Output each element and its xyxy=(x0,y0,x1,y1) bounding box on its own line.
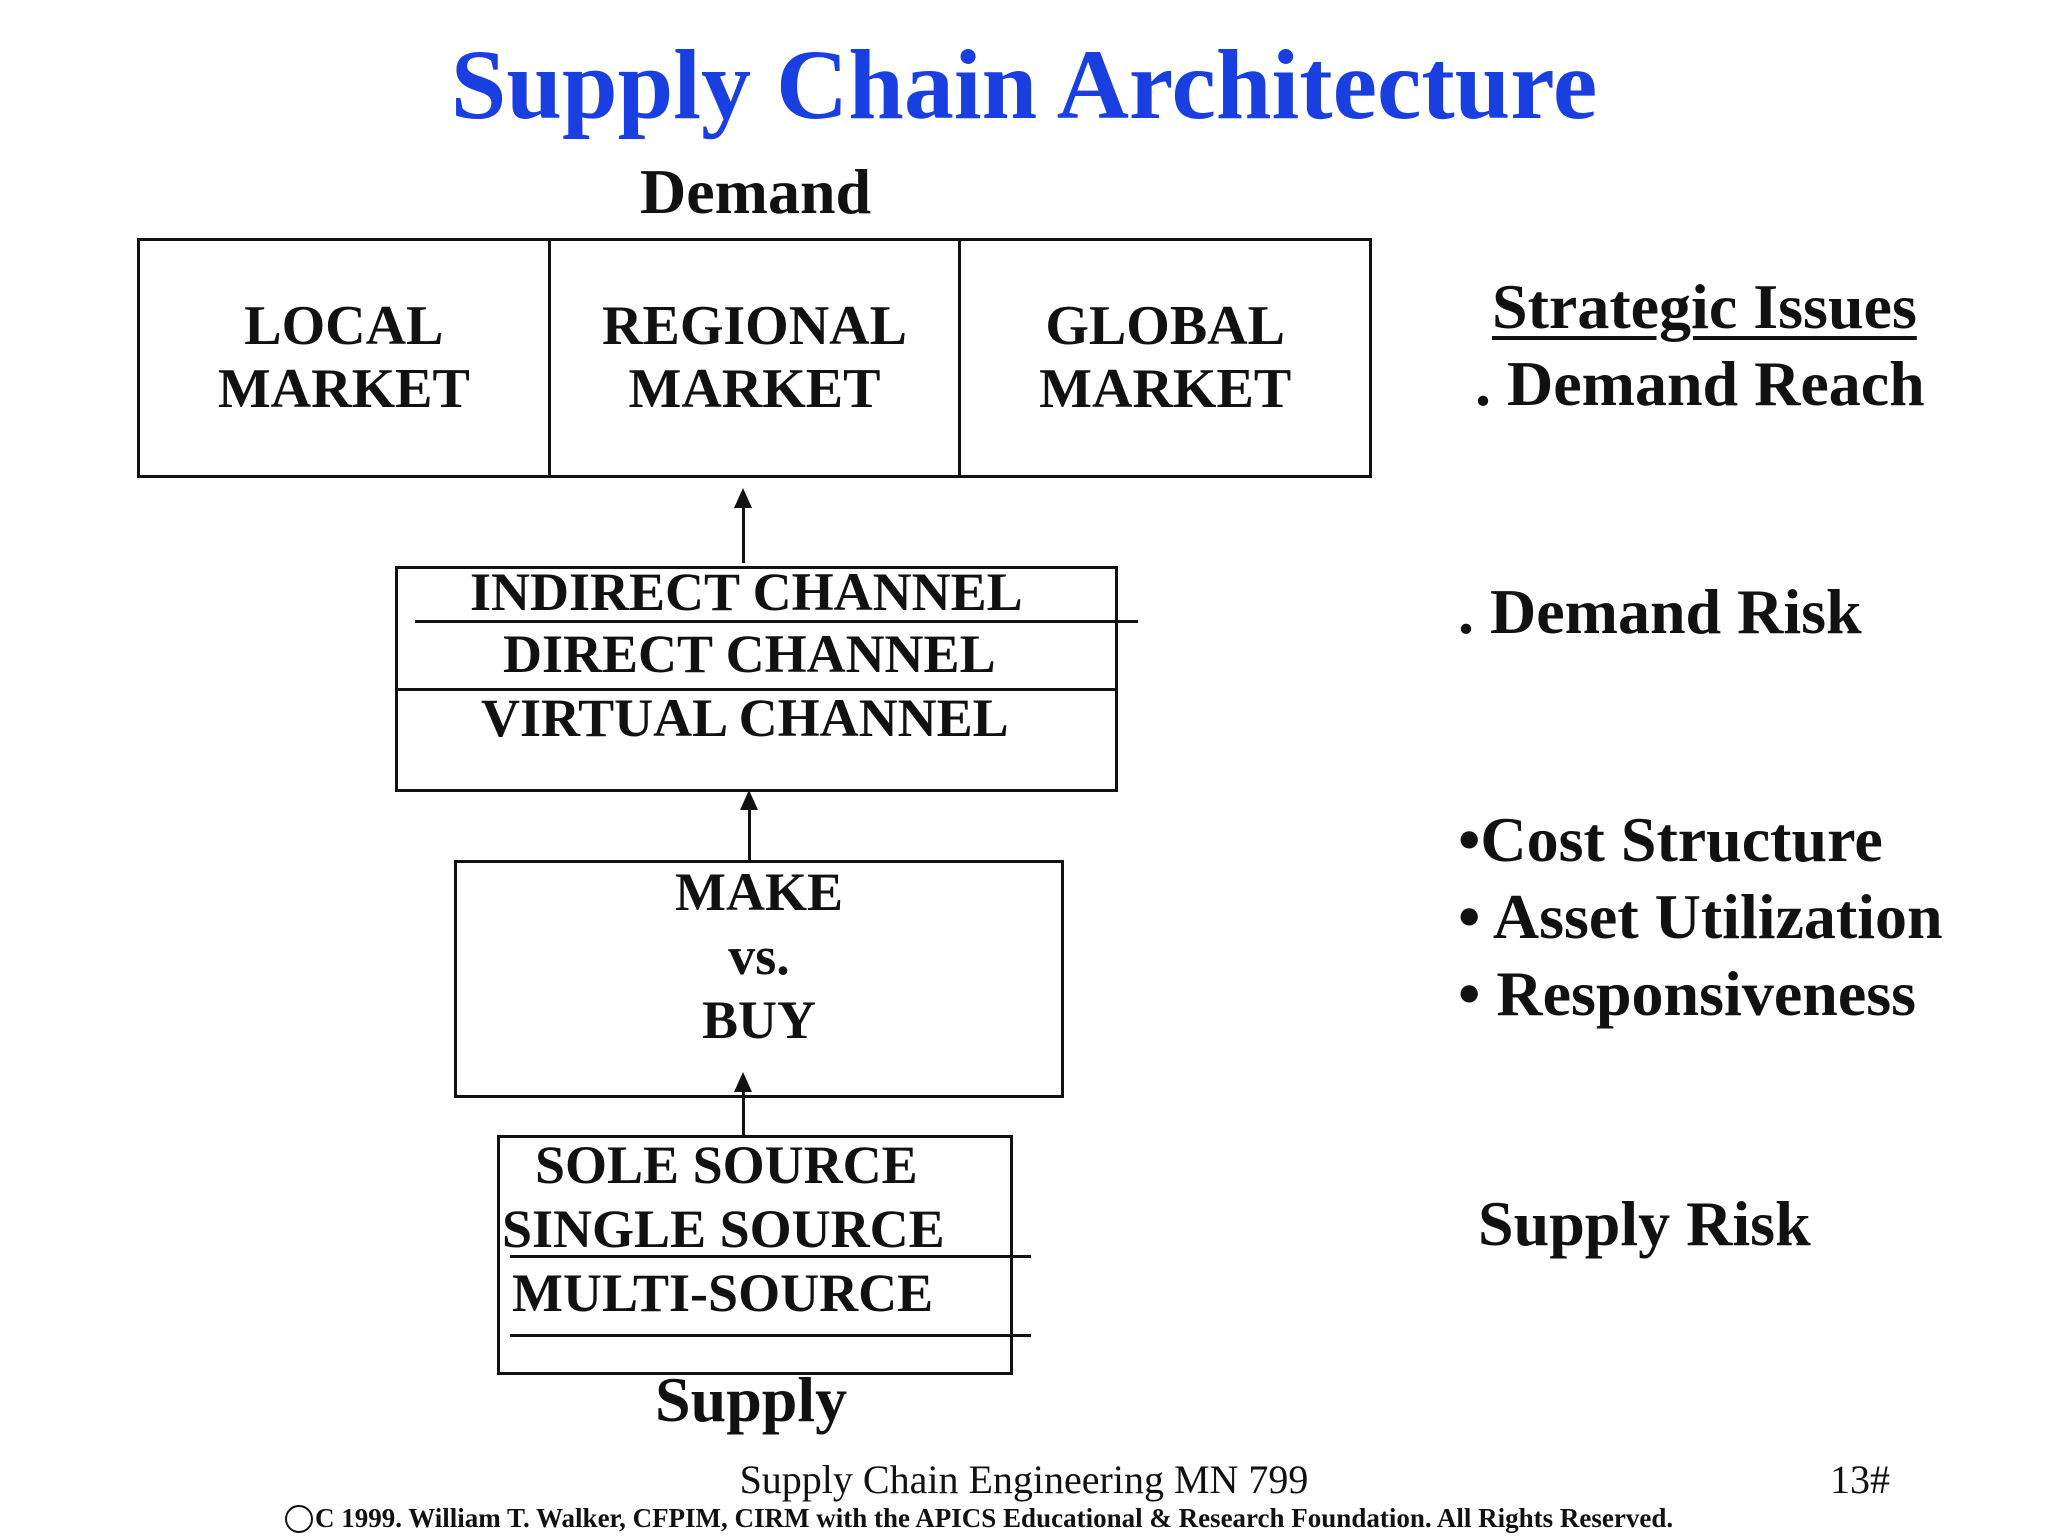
channel-virtual: VIRTUAL CHANNEL xyxy=(481,688,1009,748)
issue-asset-utilization: • Asset Utilization xyxy=(1458,881,1943,952)
channel-direct: DIRECT CHANNEL xyxy=(503,624,996,684)
copyright-circle-icon xyxy=(285,1505,313,1533)
market-regional: REGIONAL MARKET xyxy=(547,241,959,475)
issue-cost-structure: •Cost Structure xyxy=(1458,804,1883,875)
arrowhead-sources-to-make xyxy=(734,1072,752,1092)
issue-responsiveness: • Responsiveness xyxy=(1458,958,1917,1029)
arrowhead-channels-to-markets xyxy=(734,488,752,508)
sources-box: SOLE SOURCE SINGLE SOURCE MULTI-SOURCE xyxy=(497,1135,1031,1375)
supply-label: Supply xyxy=(655,1364,848,1435)
source-divider-1 xyxy=(510,1255,1031,1258)
market-global-label: GLOBAL MARKET xyxy=(1039,295,1292,420)
source-divider-2 xyxy=(510,1334,1031,1337)
channel-indirect: INDIRECT CHANNEL xyxy=(470,562,1023,622)
markets-box: LOCAL MARKET REGIONAL MARKET GLOBAL MARK… xyxy=(137,238,1372,478)
strategic-issues-heading: Strategic Issues xyxy=(1492,271,1917,342)
issue-demand-reach: . Demand Reach xyxy=(1475,348,1925,419)
make-vs-buy-box: MAKE vs. BUY xyxy=(454,860,1064,1098)
footer-course: Supply Chain Engineering MN 799 xyxy=(739,1457,1309,1502)
page-number: 13# xyxy=(1830,1457,1890,1502)
source-sole: SOLE SOURCE xyxy=(535,1135,918,1195)
market-local: LOCAL MARKET xyxy=(140,241,548,475)
issue-supply-risk: Supply Risk xyxy=(1478,1188,1811,1259)
source-multi: MULTI-SOURCE xyxy=(512,1263,934,1323)
buy-label: BUY xyxy=(701,990,816,1050)
arrow-sources-to-make xyxy=(742,1090,745,1135)
demand-label: Demand xyxy=(640,156,872,227)
vs-label: vs. xyxy=(728,926,790,986)
channel-divider-2 xyxy=(398,688,1115,691)
arrow-channels-to-markets xyxy=(742,505,745,563)
copyright-text: C 1999. William T. Walker, CFPIM, CIRM w… xyxy=(315,1503,1674,1533)
market-local-label: LOCAL MARKET xyxy=(217,295,470,420)
issue-demand-risk: . Demand Risk xyxy=(1458,576,1862,647)
slide-title: Supply Chain Architecture xyxy=(450,29,1598,140)
arrow-make-to-channels xyxy=(748,806,751,860)
make-label: MAKE xyxy=(675,862,843,922)
channel-divider-1 xyxy=(415,620,1138,623)
market-regional-label: REGIONAL MARKET xyxy=(602,295,907,420)
copyright-line: C 1999. William T. Walker, CFPIM, CIRM w… xyxy=(285,1505,1673,1533)
arrowhead-make-to-channels xyxy=(740,790,758,810)
channels-box: INDIRECT CHANNEL DIRECT CHANNEL VIRTUAL … xyxy=(395,562,1138,792)
source-single: SINGLE SOURCE xyxy=(502,1199,945,1259)
market-global: GLOBAL MARKET xyxy=(958,241,1369,475)
